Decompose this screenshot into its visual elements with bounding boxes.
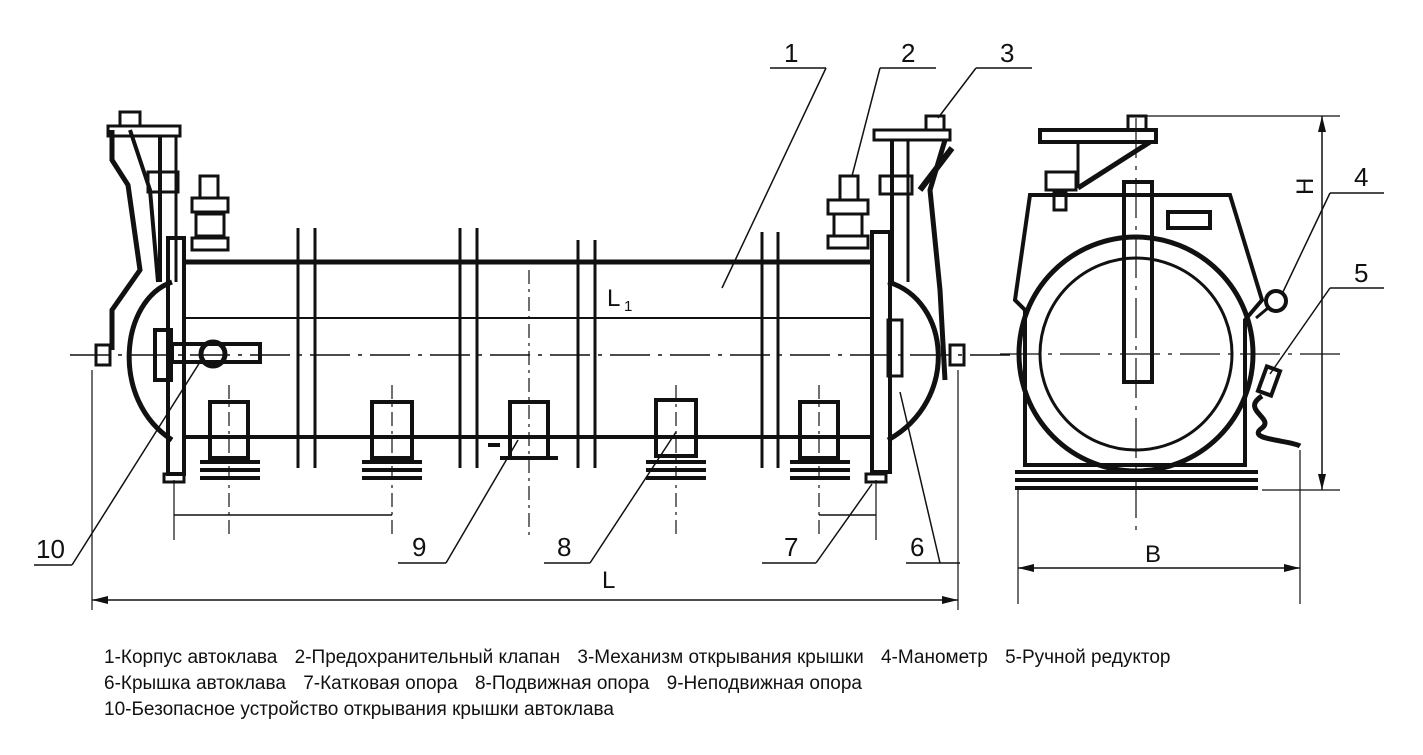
legend-item: 10-Безопасное устройство открывания крыш… — [104, 699, 614, 720]
dimension-L: L — [602, 567, 615, 594]
legend-item: 2-Предохранительный клапан — [294, 647, 561, 668]
safety-device — [153, 328, 262, 382]
movable-support — [654, 398, 698, 458]
callout-10: 10 — [36, 534, 65, 564]
legend-row: 6-Крышка автоклава 7-Катковая опора 8-По… — [104, 671, 1182, 697]
front-view: B H — [1000, 114, 1340, 604]
dimension-H: H — [1292, 178, 1319, 195]
dimension-B: B — [1145, 541, 1161, 568]
legend-item: 8-Подвижная опора — [474, 673, 650, 694]
dimension-L1: L — [607, 285, 620, 312]
side-view: L L 1 — [70, 110, 1010, 610]
left-lid — [94, 110, 230, 476]
callout-7: 7 — [784, 532, 798, 562]
front-casing — [1012, 193, 1265, 467]
front-vessel-inner — [1038, 256, 1234, 452]
legend-item: 6-Крышка автоклава — [104, 673, 286, 694]
autoclave-drawing: L L 1 — [34, 38, 1384, 610]
callout-5: 5 — [1354, 258, 1368, 288]
legend-item: 5-Ручной редуктор — [1005, 647, 1171, 668]
legend: 1-Корпус автоклава 2-Предохранительный к… — [104, 645, 1182, 723]
callout-6: 6 — [910, 532, 924, 562]
legend-item: 1-Корпус автоклава — [104, 647, 278, 668]
legend-row: 10-Безопасное устройство открывания крыш… — [104, 697, 1182, 723]
callout-2: 2 — [901, 38, 915, 68]
legend-item: 9-Неподвижная опора — [666, 673, 862, 694]
callout-1: 1 — [784, 38, 798, 68]
right-lid — [870, 114, 966, 474]
callout-3: 3 — [1000, 38, 1014, 68]
callout-9: 9 — [412, 532, 426, 562]
callout-8: 8 — [557, 532, 571, 562]
legend-row: 1-Корпус автоклава 2-Предохранительный к… — [104, 645, 1182, 671]
support-centerlines — [173, 270, 877, 540]
side-dimensions: L L 1 — [91, 285, 959, 610]
supports — [162, 398, 888, 484]
autoclave-body — [185, 228, 870, 468]
safety-valve — [826, 174, 870, 250]
legend-item: 4-Манометр — [880, 647, 988, 668]
callout-4: 4 — [1354, 162, 1368, 192]
manometer — [1264, 289, 1288, 313]
legend-item: 7-Катковая опора — [303, 673, 458, 694]
legend-item: 3-Механизм открывания крышки — [577, 647, 864, 668]
callouts: 1 2 3 4 5 6 7 8 9 10 — [34, 38, 1384, 566]
manual-reducer — [1252, 363, 1302, 449]
dimension-L1-subscript: 1 — [624, 298, 632, 315]
